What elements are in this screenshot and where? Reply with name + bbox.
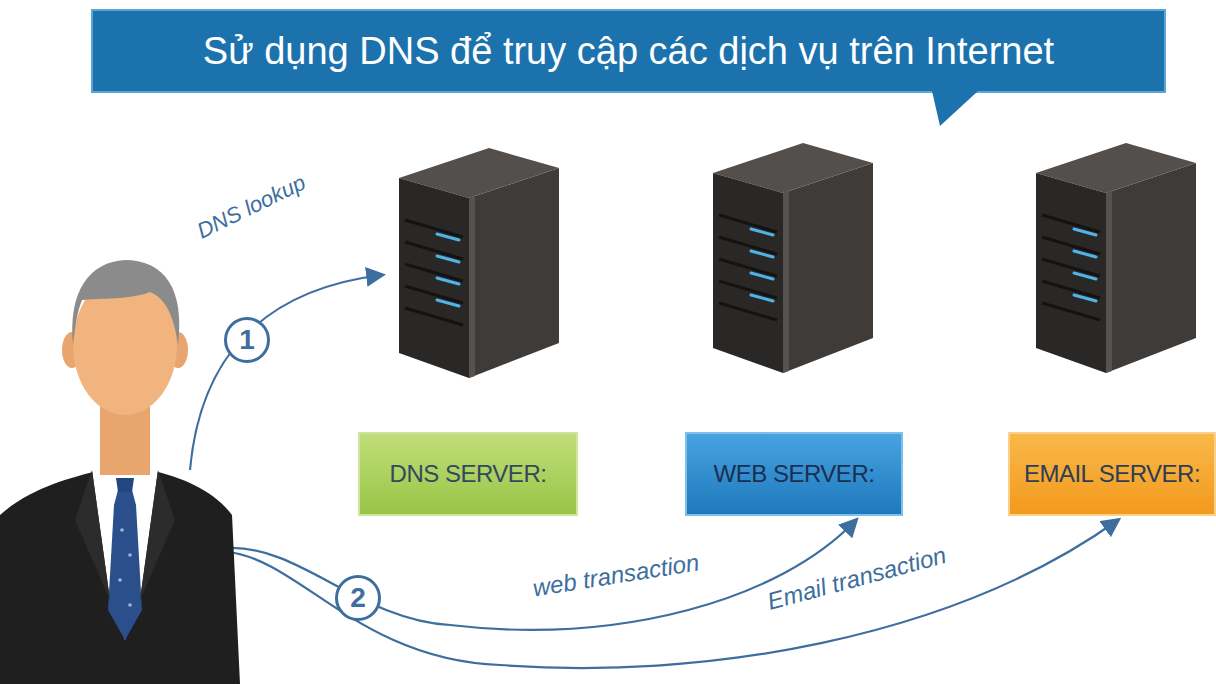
title: Sử dụng DNS để truy cập các dịch vụ trên… <box>203 30 1054 73</box>
server-name: EMAIL SERVER: <box>1024 460 1200 488</box>
email-server-label: EMAIL SERVER: <box>1008 432 1216 516</box>
web-server-icon <box>713 143 873 373</box>
server-name: WEB SERVER: <box>714 460 875 488</box>
arrow-label: Email transaction <box>762 541 952 616</box>
callout-number: 1 <box>224 317 270 363</box>
arrow-label: web transaction <box>528 549 704 602</box>
callout-number: 2 <box>335 575 381 621</box>
server-name: DNS SERVER: <box>390 460 547 488</box>
dns-server-icon <box>399 148 559 378</box>
email-server-icon <box>1036 143 1196 373</box>
web-server-label: WEB SERVER: <box>685 432 903 516</box>
dns-server-label: DNS SERVER: <box>358 432 578 516</box>
title-banner <box>92 10 1165 126</box>
person-figure <box>0 260 240 684</box>
flow-arrows <box>190 275 1118 668</box>
title-banner-text: Sử dụng DNS để truy cập các dịch vụ trên… <box>92 10 1165 92</box>
arrow-label: DNS lookup <box>191 169 313 245</box>
